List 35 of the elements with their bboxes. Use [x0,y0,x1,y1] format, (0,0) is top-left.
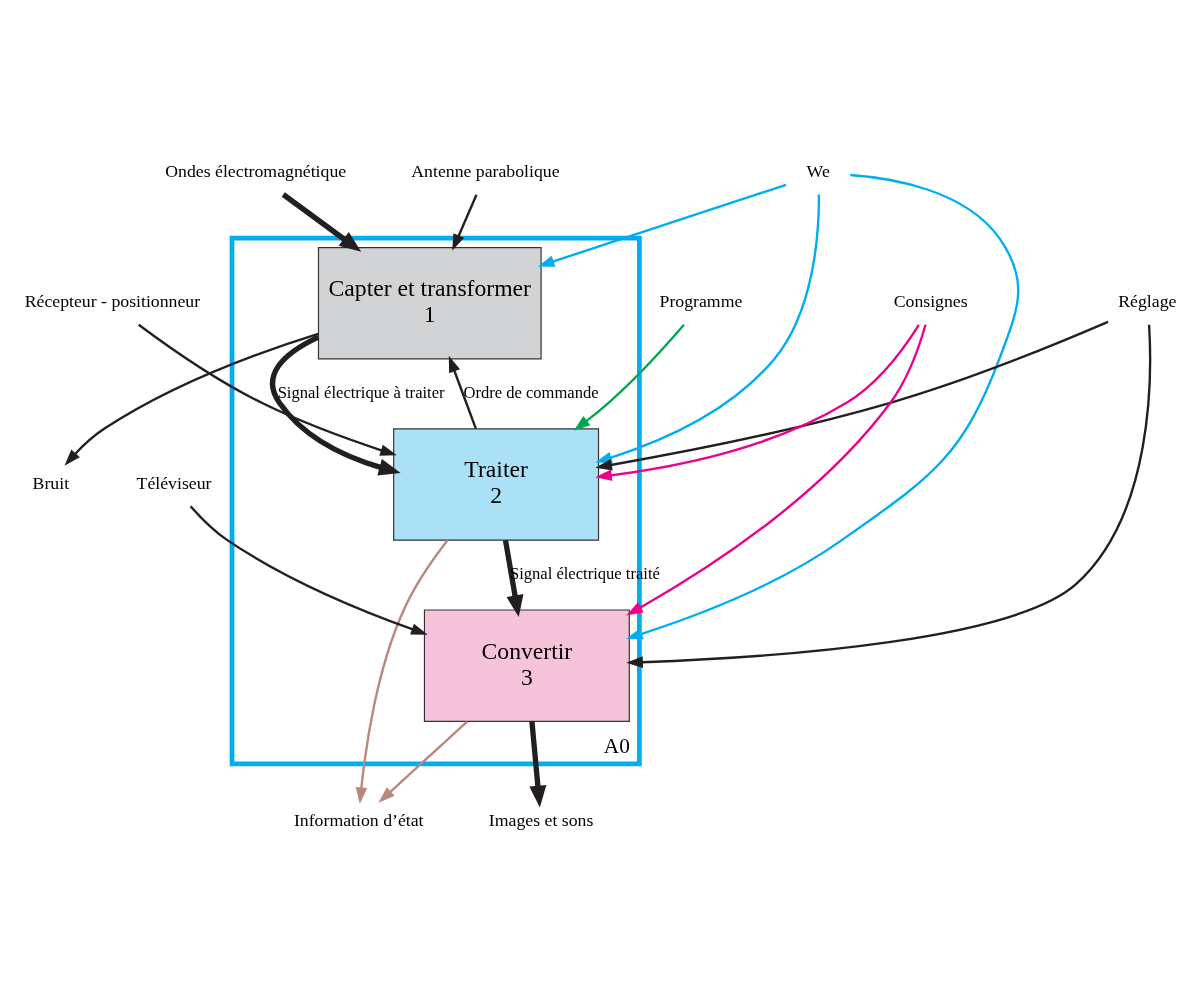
arrow [626,324,1152,668]
arrow [378,720,468,803]
arrow [355,539,449,804]
arrow [573,324,685,431]
arrow [281,192,362,252]
arrow [64,332,319,466]
arrow [269,334,401,476]
arrow [595,320,1109,471]
node-text: Images et sons [488,810,594,831]
node-text: Récepteur - positionneur [24,291,201,312]
edge-label: Signal électrique à traiter [277,383,445,403]
node-text: Téléviseur [136,472,212,493]
arrow [595,324,920,481]
arrow [595,194,821,464]
arrow [529,721,547,808]
node-text: Information d’état [293,810,424,831]
node-box: Traiter 2 [393,428,600,541]
arrow [537,183,787,267]
arrow [502,539,524,618]
node-text: Réglage [1118,291,1177,312]
node-box: Capter et transformer 1 [317,247,542,360]
node-text: Consignes [893,291,968,312]
node-box: Convertir 3 [423,609,630,722]
node-text: Antenne parabolique [411,161,560,182]
node-text: Ondes électromagnétique [165,161,347,182]
node-text: Programme [659,291,743,312]
arrow [138,323,397,456]
edge-label: Ordre de commande [463,383,599,403]
node-text: Bruit [32,472,70,493]
arrow [626,173,1020,640]
arrow [626,324,927,616]
arrow [448,355,477,430]
arrow [189,505,428,635]
arrow [452,194,478,251]
node-text: We [806,161,830,182]
